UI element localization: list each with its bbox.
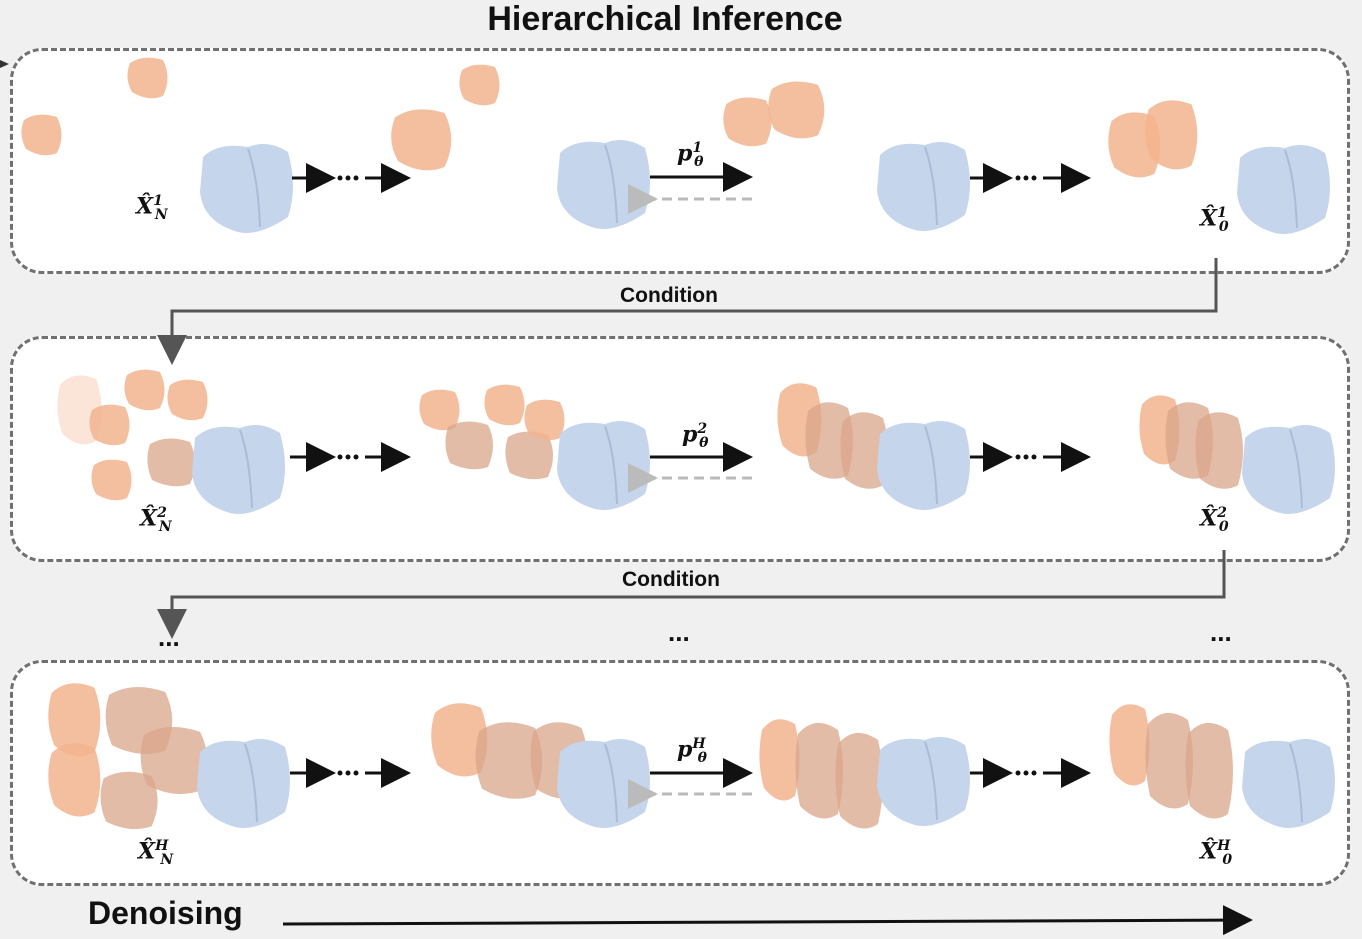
denoising-step-arrows <box>290 162 1091 788</box>
row1-end-label: X̂10 <box>1200 205 1229 235</box>
ellipsis-middle: ... <box>668 617 690 647</box>
row1-model-label: p1θ <box>677 140 704 170</box>
arrow-ellipsis-dots <box>337 175 1037 776</box>
ellipsis-left: ... <box>158 622 180 652</box>
row2-model-label: p2θ <box>682 421 709 451</box>
rowh-model-label: pHθ <box>677 736 707 766</box>
ellipsis-right: ... <box>1210 617 1232 647</box>
denoising-direction-arrow <box>282 905 1253 936</box>
row1-start-label: X̂1N <box>136 193 168 223</box>
diagram-title: Hierarchical Inference <box>487 0 843 38</box>
condition-arrow-2 <box>157 550 1226 639</box>
level-1-shapes <box>21 57 1331 236</box>
denoising-label: Denoising <box>88 895 243 931</box>
entry-arrow-icon <box>0 60 9 68</box>
condition-label-2: Condition <box>622 568 720 591</box>
row2-start-label: X̂2N <box>140 505 172 535</box>
condition-label-1: Condition <box>620 284 718 307</box>
row2-end-label: X̂20 <box>1200 505 1229 535</box>
reverse-process-arrows <box>628 184 752 809</box>
condition-arrow-1 <box>157 258 1218 365</box>
rowh-start-label: X̂HN <box>138 838 174 868</box>
rowh-end-label: X̂H0 <box>1200 838 1233 868</box>
